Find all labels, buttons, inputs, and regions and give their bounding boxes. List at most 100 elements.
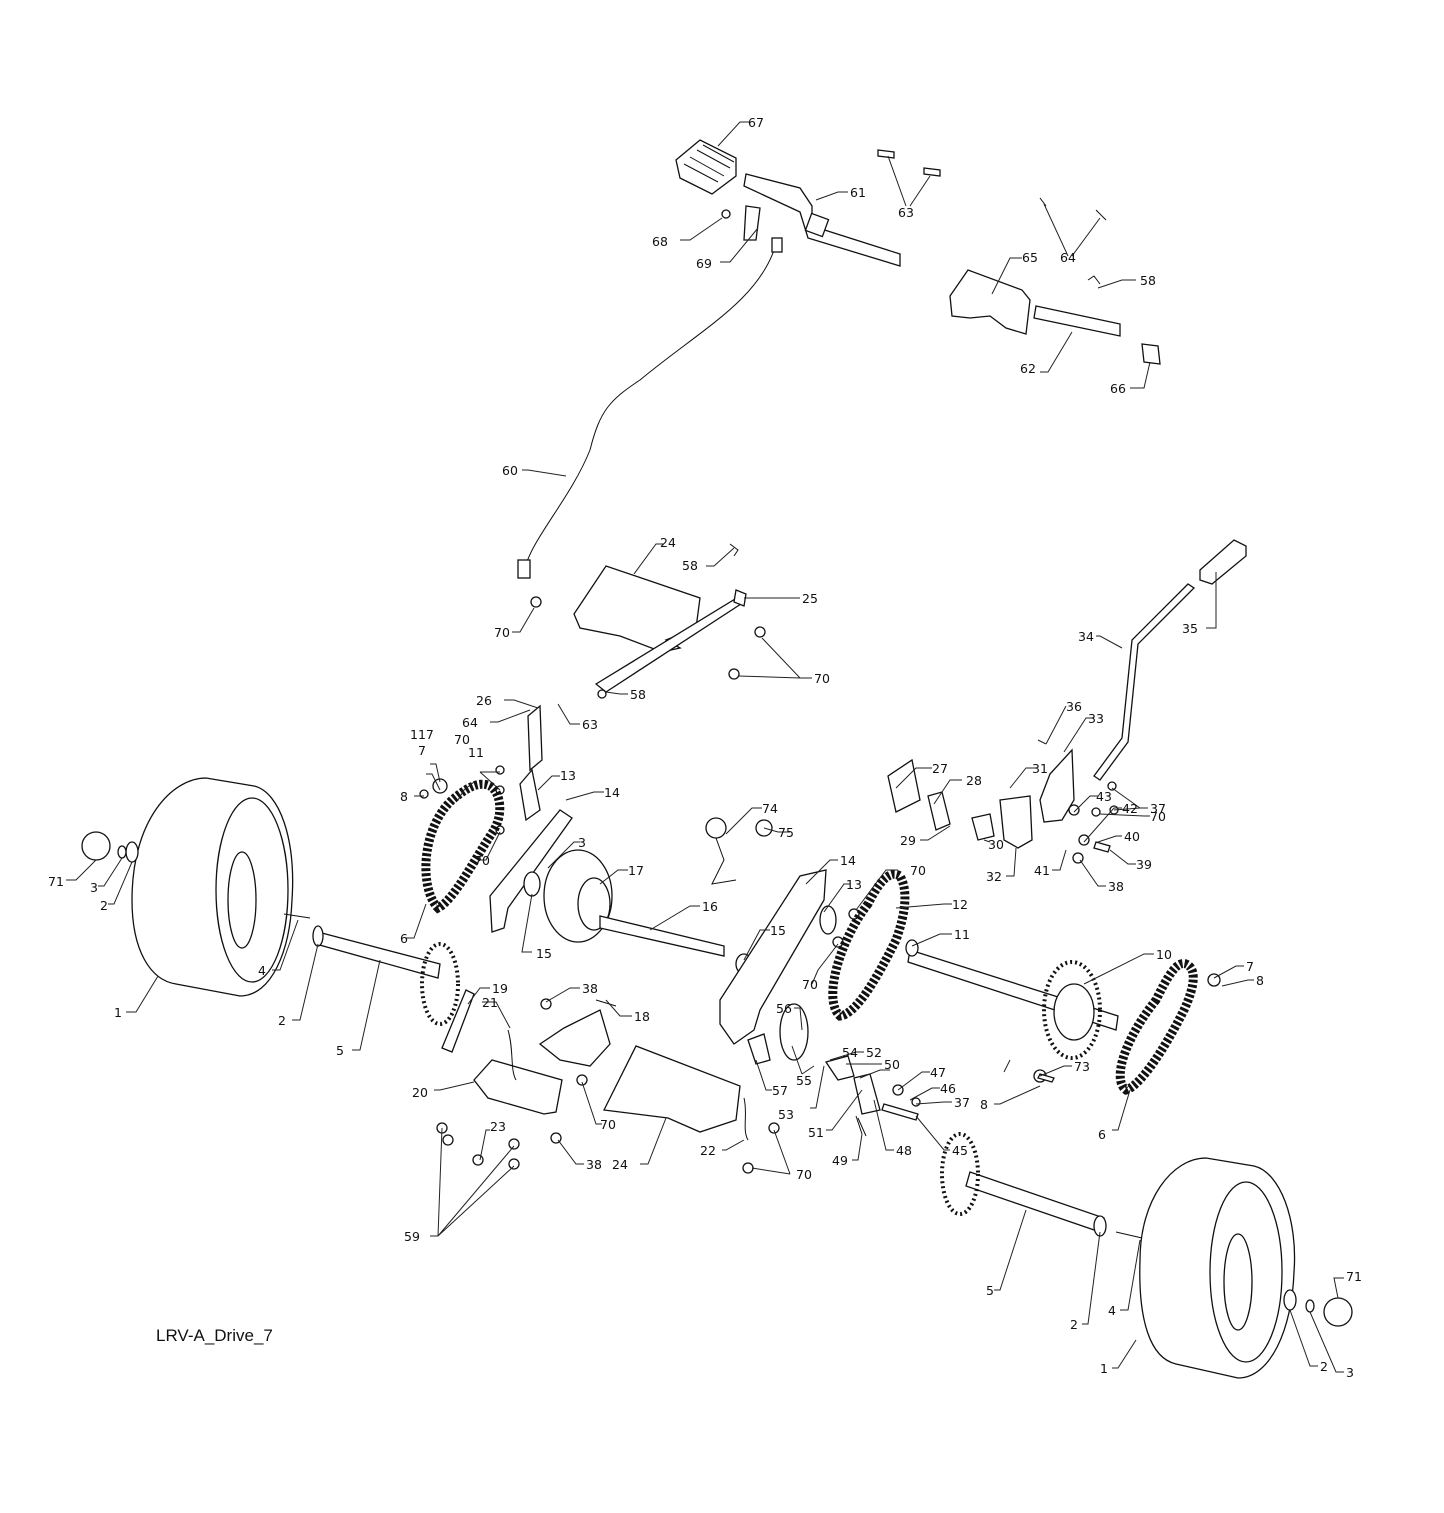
callout-63: 63 <box>898 205 914 220</box>
callout-4: 4 <box>1108 1303 1116 1318</box>
callout-2: 2 <box>1320 1359 1328 1374</box>
right-wheel <box>1139 1157 1296 1379</box>
lower-brackets <box>436 989 780 1174</box>
callout-2: 2 <box>278 1013 286 1028</box>
height-adjust-handle <box>1093 539 1247 781</box>
callout-74: 74 <box>762 801 778 816</box>
callout-50: 50 <box>884 1057 900 1072</box>
callout-6: 6 <box>1098 1127 1106 1142</box>
lever-bracket-small <box>721 205 761 241</box>
callout-26: 26 <box>476 693 492 708</box>
callout-45: 45 <box>952 1143 968 1158</box>
callout-2: 2 <box>100 898 108 913</box>
right-lower-axle <box>940 1132 1143 1239</box>
callout-8: 8 <box>980 1097 988 1112</box>
callout-54: 54 <box>842 1045 858 1060</box>
callout-60: 60 <box>502 463 518 478</box>
callout-1: 1 <box>114 1005 122 1020</box>
callout-2: 2 <box>1070 1317 1078 1332</box>
callout-21: 21 <box>482 995 498 1010</box>
callout-71: 71 <box>1346 1269 1362 1284</box>
callout-27: 27 <box>932 761 948 776</box>
callout-24: 24 <box>612 1157 628 1172</box>
callout-58: 58 <box>1140 273 1156 288</box>
lever-pivot-bracket <box>949 269 1031 335</box>
callout-31: 31 <box>1032 761 1048 776</box>
callout-73: 73 <box>1074 1059 1090 1074</box>
callout-7: 7 <box>418 743 426 758</box>
right-side-plates <box>887 748 1119 864</box>
callout-62: 62 <box>1020 361 1036 376</box>
callout-3: 3 <box>578 835 586 850</box>
callout-66: 66 <box>1110 381 1126 396</box>
callout-20: 20 <box>412 1085 428 1100</box>
control-rod <box>594 589 747 693</box>
leader-lines <box>66 121 1344 1373</box>
small-pins-top <box>877 149 1107 221</box>
drive-lever <box>743 173 901 267</box>
callout-64: 64 <box>1060 250 1076 265</box>
callout-37: 37 <box>1150 801 1166 816</box>
callout-18: 18 <box>634 1009 650 1024</box>
callout-34: 34 <box>1078 629 1094 644</box>
callout-22: 22 <box>700 1143 716 1158</box>
callout-33: 33 <box>1088 711 1104 726</box>
callout-38: 38 <box>1108 879 1124 894</box>
callout-labels: 67 61 63 64 68 69 65 58 62 66 60 24 58 2… <box>48 115 1362 1380</box>
drive-cable <box>517 237 783 579</box>
callout-58: 58 <box>682 558 698 573</box>
callout-43: 43 <box>1096 789 1112 804</box>
right-sprocket-large <box>1042 960 1102 1060</box>
callout-13: 13 <box>846 877 862 892</box>
left-gear-drum <box>523 849 753 975</box>
callout-55: 55 <box>796 1073 812 1088</box>
callout-8: 8 <box>1256 973 1264 988</box>
drive-handle-grip <box>675 139 737 195</box>
callout-35: 35 <box>1182 621 1198 636</box>
callout-36: 36 <box>1066 699 1082 714</box>
callout-51: 51 <box>808 1125 824 1140</box>
callout-59: 59 <box>404 1229 420 1244</box>
callout-15: 15 <box>536 946 552 961</box>
callout-58: 58 <box>630 687 646 702</box>
callout-70: 70 <box>814 671 830 686</box>
callout-11: 11 <box>954 927 970 942</box>
callout-61: 61 <box>850 185 866 200</box>
callout-70: 70 <box>1150 809 1166 824</box>
callout-38: 38 <box>582 981 598 996</box>
callout-65: 65 <box>1022 250 1038 265</box>
callout-37: 37 <box>954 1095 970 1110</box>
callout-19: 19 <box>492 981 508 996</box>
callout-14: 14 <box>604 785 620 800</box>
callout-38: 38 <box>586 1157 602 1172</box>
left-axle <box>312 925 460 1026</box>
callout-57: 57 <box>772 1083 788 1098</box>
small-fasteners-mid <box>530 543 766 699</box>
callout-70: 70 <box>600 1117 616 1132</box>
callout-71: 71 <box>48 874 64 889</box>
callout-32: 32 <box>986 869 1002 884</box>
callout-70: 70 <box>474 853 490 868</box>
right-drive-chain-upper <box>828 869 910 1021</box>
callout-15: 15 <box>770 923 786 938</box>
callout-70: 70 <box>910 863 926 878</box>
callout-25: 25 <box>802 591 818 606</box>
callout-3: 3 <box>1346 1365 1354 1380</box>
callout-3: 3 <box>90 880 98 895</box>
callout-30: 30 <box>988 837 1004 852</box>
callout-64: 64 <box>462 715 478 730</box>
callout-29: 29 <box>900 833 916 848</box>
callout-10: 10 <box>1156 947 1172 962</box>
callout-46: 46 <box>940 1081 956 1096</box>
callout-6: 6 <box>400 931 408 946</box>
idler-parts <box>705 817 773 885</box>
callout-68: 68 <box>652 234 668 249</box>
callout-67: 67 <box>748 115 764 130</box>
callout-5: 5 <box>336 1043 344 1058</box>
callout-42: 42 <box>1122 801 1138 816</box>
callout-16: 16 <box>702 899 718 914</box>
callout-52: 52 <box>866 1045 882 1060</box>
callout-70: 70 <box>796 1167 812 1182</box>
callout-117: 117 <box>410 727 434 742</box>
